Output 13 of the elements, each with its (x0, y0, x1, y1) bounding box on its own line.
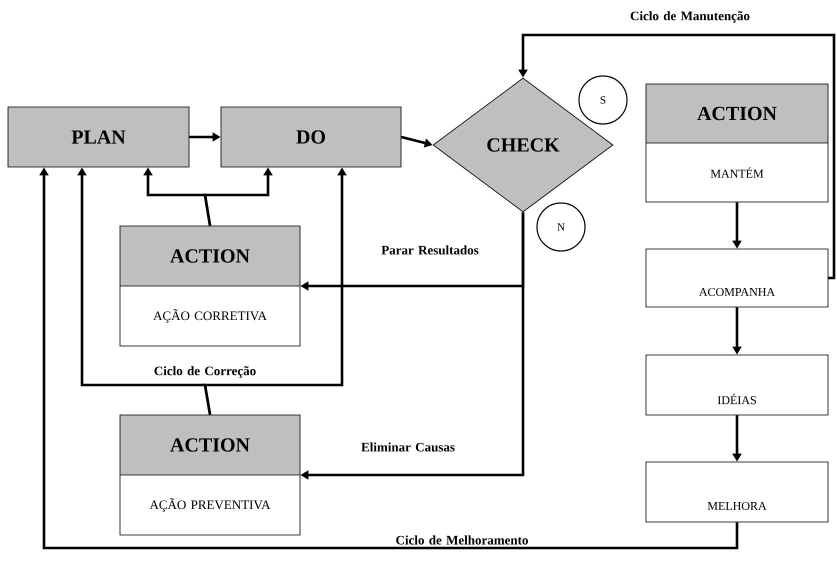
edge-label: Parar Resultados (381, 245, 478, 255)
edge-label: Eliminar Causas (361, 442, 455, 452)
edge-label: Ciclo de Manutenção (630, 11, 750, 23)
action-box: ACTION MANTÉM (646, 84, 828, 202)
step-box: IDÉIAS (646, 354, 828, 416)
process-box: PLAN (8, 106, 190, 168)
step-box: MELHORA (646, 462, 828, 522)
action-box: ACTION AÇÃO PREVENTIVA (120, 414, 300, 536)
edge-label: Ciclo de Correção (154, 366, 256, 378)
process-box: DO (220, 106, 402, 168)
edge-label: Ciclo de Melhoramento (396, 535, 528, 545)
step-box: ACOMPANHA (646, 248, 828, 308)
action-box: ACTION AÇÃO CORRETIVA (120, 226, 300, 346)
